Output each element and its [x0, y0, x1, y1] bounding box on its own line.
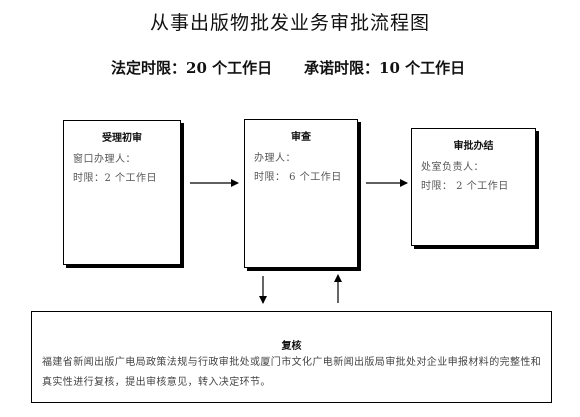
- step-examination-title: 审查: [291, 132, 311, 143]
- promised-time-limit: 承诺时限：10 个工作日: [304, 59, 466, 77]
- legal-time-limit: 法定时限：20 个工作日: [111, 59, 273, 77]
- step-examination-time-limit: 时限： 6 个工作日: [254, 172, 342, 183]
- step-approval-handler: 处室负责人：: [421, 162, 484, 173]
- step-acceptance-time-limit: 时限：2 个工作日: [73, 173, 158, 184]
- step-examination-handler: 办理人：: [254, 153, 296, 164]
- review-box: 复核 福建省新闻出版广电局政策法规与行政审批处或厦门市文化广电新闻出版局审批处对…: [31, 311, 552, 403]
- step-approval-box: 审批办结 处室负责人： 时限： 2 个工作日: [411, 128, 536, 246]
- step-approval-time-limit: 时限： 2 个工作日: [421, 181, 509, 192]
- step-approval-title: 审批办结: [453, 141, 494, 152]
- step-acceptance-title: 受理初审: [102, 133, 142, 144]
- diagram-title: 从事出版物批发业务审批流程图: [149, 12, 430, 34]
- review-title: 复核: [281, 341, 302, 352]
- step-examination-box: 审查 办理人： 时限： 6 个工作日: [244, 119, 358, 268]
- review-description: 福建省新闻出版广电局政策法规与行政审批处或厦门市文化广电新闻出版局审批处对企业申…: [42, 357, 542, 388]
- step-acceptance-box: 受理初审 窗口办理人： 时限：2 个工作日: [63, 120, 181, 265]
- step-acceptance-handler: 窗口办理人：: [73, 154, 136, 165]
